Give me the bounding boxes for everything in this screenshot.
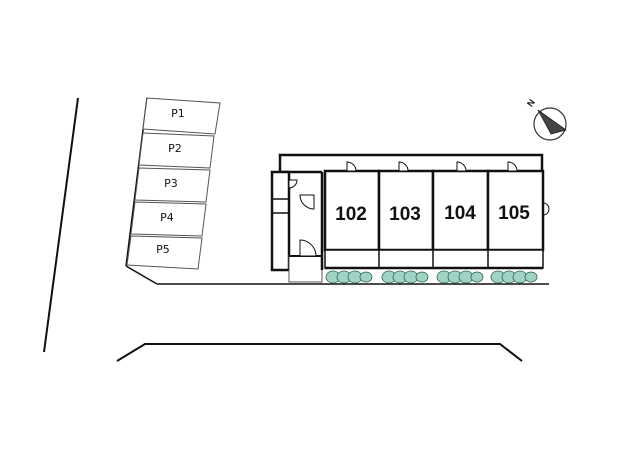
north-arrow-pointer (537, 109, 567, 135)
stair-block (270, 170, 291, 272)
parking-label: P3 (164, 177, 178, 190)
parking-space-p4[interactable]: P4 (130, 201, 207, 237)
door-swing-icon (456, 161, 467, 172)
site-boundary-line (43, 97, 79, 353)
parking-space-p3[interactable]: P3 (134, 167, 211, 203)
door-swing-icon (398, 161, 409, 172)
parking-label: P2 (168, 142, 182, 155)
parking-space-p2[interactable]: P2 (138, 132, 215, 169)
building: 102 103 104 105 (270, 153, 550, 283)
door-swing-icon (299, 239, 317, 257)
unit-label: 103 (389, 204, 421, 225)
hedge-row (325, 270, 538, 284)
shrub (359, 271, 373, 283)
door-swing-icon (346, 161, 357, 172)
unit-label: 104 (444, 203, 476, 224)
parking-area: P1 P2 P3 P4 P5 (125, 97, 221, 285)
door-swing-icon (542, 202, 550, 216)
road-edge (116, 343, 523, 362)
unit-105[interactable] (486, 169, 545, 252)
shrub (524, 271, 538, 283)
parking-kerb (125, 265, 158, 285)
parking-space-p5[interactable]: P5 (126, 235, 203, 270)
compass-label: N (525, 97, 537, 108)
unit-label: 102 (335, 204, 367, 225)
parking-label: P5 (156, 243, 170, 256)
parking-label: P1 (171, 107, 185, 120)
door-swing-icon (507, 161, 518, 172)
door-swing-icon (299, 194, 315, 210)
building-outer-wall (278, 153, 544, 172)
parking-space-p1[interactable]: P1 (142, 97, 221, 135)
door-swing-icon (288, 179, 298, 189)
entrance-porch (288, 255, 323, 283)
shrub (470, 271, 484, 283)
compass: N (525, 97, 567, 141)
unit-label: 105 (498, 203, 530, 224)
shrub (415, 271, 429, 283)
parking-label: P4 (160, 211, 174, 224)
balcony-strip (324, 249, 544, 269)
